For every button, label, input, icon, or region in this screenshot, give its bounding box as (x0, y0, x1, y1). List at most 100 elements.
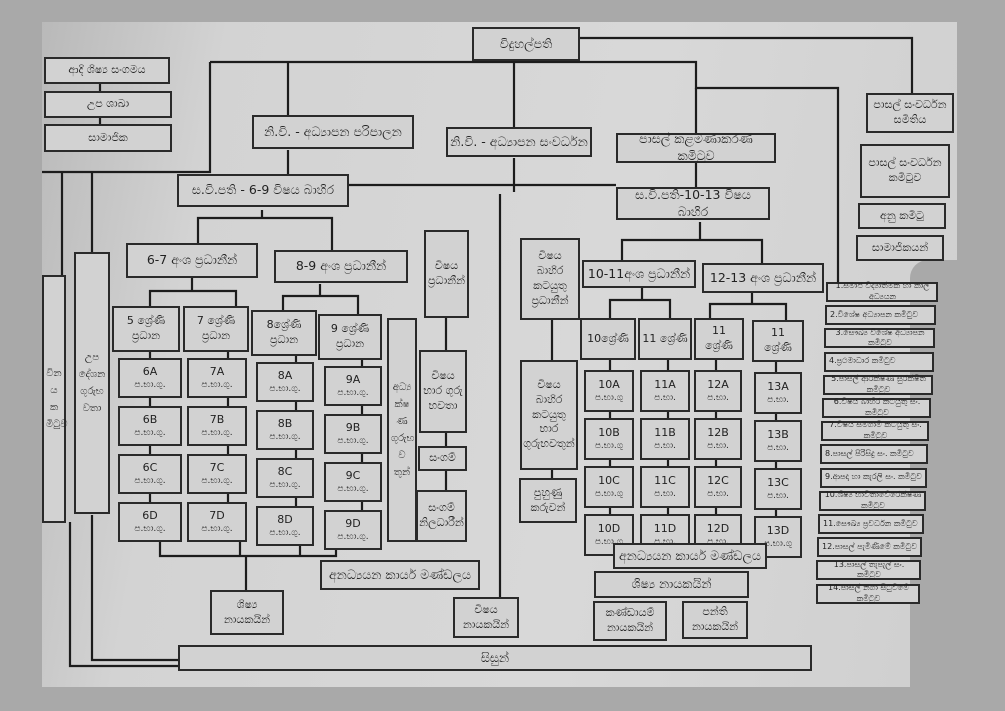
class-teacher: ප.භා.ගු. (201, 380, 233, 391)
class-box: 6B ප.භා.ගු. (118, 406, 182, 446)
class-code: 9B (345, 420, 361, 434)
class-code: 13C (767, 475, 789, 489)
sectional-heads-10-11-box: 10-11අංශ ප්‍රධානීන් (582, 260, 696, 288)
committee-item: 11.සෞඛ්‍ය ප්‍රවර්ධන කමිටුව (818, 514, 924, 534)
coaches-box: පුහුණු කරුවන් (519, 478, 577, 523)
student-leaders-left-box: ශිෂ්‍ය නායකයින් (210, 590, 284, 635)
committee-item: 14.පාසල් නගා සිටුවීමේ කමිටුව (816, 583, 920, 604)
class-code: 11A (654, 377, 676, 391)
sectional-heads-8-9-box: 8-9 අංශ ප්‍රධානීන් (274, 250, 408, 283)
grade-head-box: 11 ශ්‍රේණි (752, 320, 804, 362)
subject-heads-box: විෂය ප්‍රධානීන් (424, 230, 469, 318)
class-box: 9A ප.භා.ගු. (324, 366, 382, 406)
class-code: 6C (142, 460, 158, 474)
discipline-committee-box: විනය කමිටුව (42, 275, 68, 523)
class-code: 7D (209, 508, 225, 522)
committee-item: 3.සෞඛ්‍ය විශේෂ අධ්‍යාපන කමිටුව (824, 328, 935, 349)
class-teacher: ප.භා. (654, 441, 676, 452)
class-code: 7B (209, 412, 225, 426)
class-code: 10D (597, 521, 621, 535)
society-officers-box: සංගම් නිලධාරීන් (416, 490, 467, 542)
grade-head-box: 7 ශ්‍රේණි ප්‍රධාන (183, 306, 249, 352)
deputy-principal-development-box: නි.වි. - අධ්‍යාපන සංවර්ධන (446, 127, 592, 157)
class-teacher: ප.භා.ගු. (134, 428, 166, 439)
class-code: 8A (277, 368, 293, 382)
class-code: 12C (707, 473, 729, 487)
class-teacher: ප.භා. (654, 489, 676, 500)
class-teacher: ප.භා. (707, 536, 729, 548)
class-teacher: ප.භා.ගු (594, 441, 624, 452)
committee-item: 4.ප්‍රථමාධාර කමිටුව (824, 351, 934, 372)
class-code: 12D (706, 521, 730, 535)
class-teacher: ප.භා. (654, 536, 676, 548)
class-code: 10B (598, 425, 620, 439)
class-box: 12C ප.භා. (694, 466, 742, 508)
class-teacher: ප.භා.ගු (594, 393, 624, 404)
sub-branches-box: උප ශාඛා (44, 91, 172, 118)
school-development-society-box: පාසල් සංවර්ධන සමිතිය (866, 93, 954, 133)
class-code: 9A (345, 372, 361, 386)
class-code: 12A (707, 377, 729, 391)
class-box: 11B ප.භා. (640, 418, 690, 460)
class-box: 11C ප.භා. (640, 466, 690, 508)
counselling-teachers-box: උපදේශන ගුරුභවතා (74, 252, 110, 514)
committee-item: 12.පාසල් පැමිණීමේ කමිටුව (817, 537, 922, 558)
committee-item: 5.පාසල් ආරක්ෂණ සුරක්ෂිත කමිටුව (823, 374, 933, 395)
class-box: 7B ප.භා.ගු. (187, 406, 247, 446)
class-teacher: ප.භා.ගු. (134, 476, 166, 487)
class-code: 11D (653, 521, 677, 535)
class-box: 7C ප.භා.ගු. (187, 454, 247, 494)
class-teacher: ප.භා.ගු (594, 489, 624, 500)
class-box: 13C ප.භා. (754, 468, 802, 510)
class-code: 11C (654, 473, 676, 487)
class-teacher: ප.භා. (767, 491, 789, 502)
asst-principal-10-13-box: ස.වි.පති-10-13 විෂය බාහිර (616, 187, 770, 220)
class-code: 7C (209, 460, 225, 474)
subject-leaders-box: විෂය නායකයින් (453, 597, 519, 638)
class-code: 6D (142, 508, 158, 522)
class-box: 10C ප.භා.ගු (584, 466, 634, 508)
section-leaders-box: කණ්ඩායම් නායකයින් (593, 601, 667, 641)
class-teacher: ප.භා. (707, 393, 729, 404)
class-teacher: ප.භා. (707, 489, 729, 500)
class-teacher: ප.භා.ගු (594, 537, 624, 548)
class-teacher: ප.භා. (767, 395, 789, 406)
class-code: 13A (767, 379, 789, 393)
committee-item: 13.පාසල් තැපැල් සං. කමිටුව (816, 560, 921, 581)
class-teacher: ප.භා.ගු. (269, 480, 301, 491)
class-code: 11B (654, 425, 676, 439)
subject-teachers-box: විෂය භාර ගුරු භවතා (419, 350, 467, 433)
class-box: 12A ප.භා. (694, 370, 742, 412)
sectional-heads-12-13-box: 12-13 අංශ ප්‍රධානීන් (702, 263, 824, 293)
class-teacher: ප.භා. (654, 393, 676, 404)
members-right-box: සාමාජිකයන් (856, 235, 944, 261)
class-code: 9D (345, 516, 361, 530)
class-code: 8B (277, 416, 293, 430)
class-teacher: ප.භා.ගු. (201, 428, 233, 439)
school-management-committee-box: පාසල් කළමණාකරණ කමිටුව (616, 131, 776, 163)
class-leaders-box: පන්ති නායකයින් (682, 601, 748, 639)
class-code: 6B (142, 412, 158, 426)
class-teacher: ප.භා.ගු. (337, 436, 369, 447)
committee-item: 2.විශේෂ අධ්‍යාපන කමිටුව (825, 305, 936, 326)
class-teacher: ප.භා.ගු. (201, 476, 233, 487)
class-teacher: ප.භා.ගු (763, 539, 793, 550)
class-code: 12B (707, 425, 729, 439)
members-left-box: සාමාජික (44, 124, 172, 152)
class-teacher: ප.භා.ගු. (269, 432, 301, 443)
extracurricular-heads-box: විෂය බාහිර කටයුතු ප්‍රධානීන් (520, 238, 580, 320)
grade-head-box: 11 ශ්‍රේණි (694, 318, 744, 360)
past-pupils-association-box: ආදි ශිෂ්‍ය සංගමය (44, 57, 170, 84)
class-code: 7A (209, 364, 225, 378)
class-teacher: ප.භා.ගු. (337, 388, 369, 399)
class-box: 13A ප.භා. (754, 372, 802, 414)
class-code: 13B (767, 427, 789, 441)
class-teacher: ප.භා. (707, 441, 729, 452)
school-development-committee-box: පාසල් සංවර්ධන කමිටුව (860, 144, 950, 198)
class-code: 10C (598, 473, 620, 487)
